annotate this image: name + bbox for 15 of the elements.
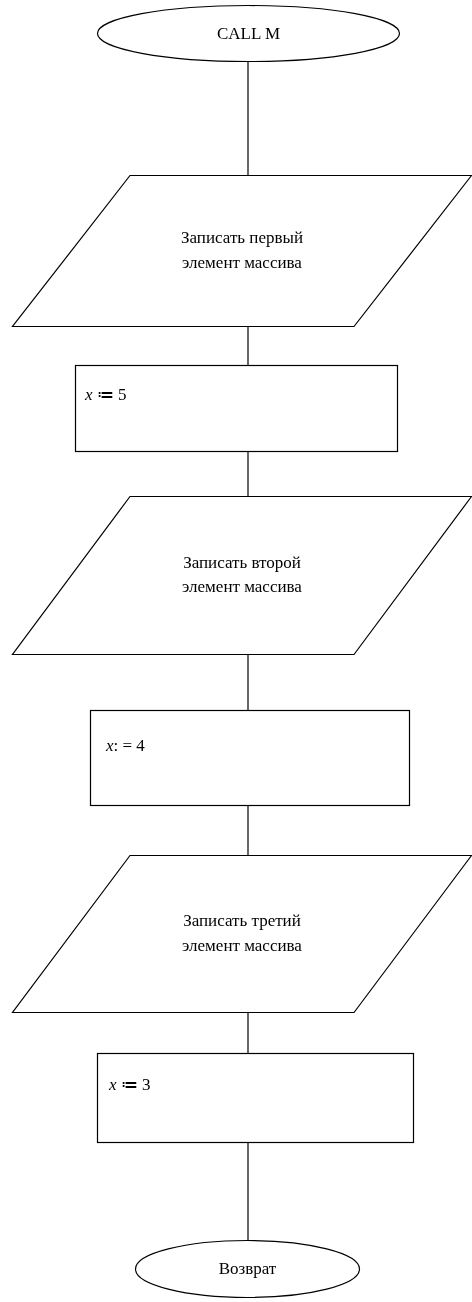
node-text: Возврат [217,1257,278,1280]
node-text: Записать второй элемент массива [181,551,303,599]
connector-line [247,805,249,856]
connector-line [247,1142,249,1241]
node-text: CALL M [215,22,282,45]
assignment-text: x: = 4 [106,735,145,757]
node-text: Записать третий элемент массива [181,910,303,957]
connector-line [247,61,249,176]
assignment-text: x ≔ 3 [109,1074,151,1096]
node-text: Записать первый элемент массива [180,227,304,274]
assignment-text: x ≔ 5 [85,384,127,406]
connector-line [247,654,249,711]
connector-line [247,326,249,366]
connector-line [247,1012,249,1054]
connector-line [247,451,249,497]
